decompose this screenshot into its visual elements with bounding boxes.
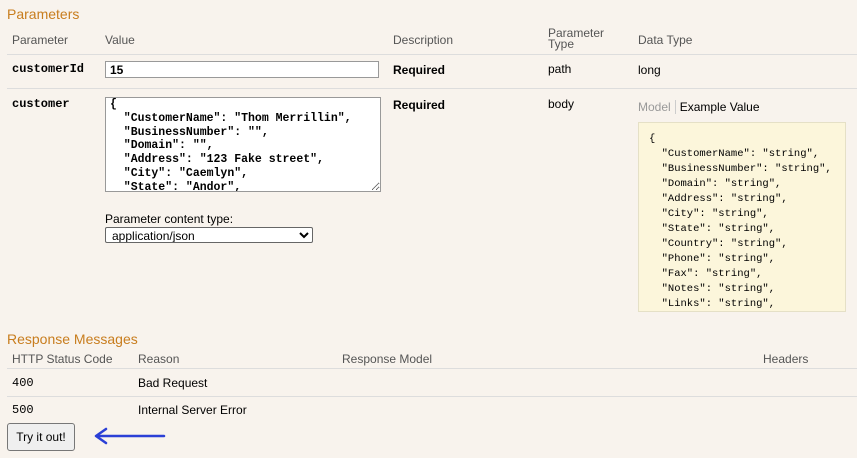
header-http-status-code: HTTP Status Code: [12, 352, 113, 366]
param-required-customerid: Required: [393, 63, 446, 77]
param-type-customerid: path: [548, 62, 572, 76]
header-reason: Reason: [138, 352, 180, 366]
header-data-type: Data Type: [638, 33, 693, 47]
parameters-title: Parameters: [7, 6, 80, 22]
response-code-500: 500: [12, 403, 34, 417]
try-it-out-button[interactable]: Try it out!: [7, 423, 75, 451]
response-reason-500: Internal Server Error: [138, 403, 247, 417]
header-headers: Headers: [763, 352, 809, 366]
param-name-customer: customer: [12, 97, 70, 111]
header-divider: [7, 54, 857, 55]
header-parameter: Parameter: [12, 33, 69, 47]
header-parameter-type: Parameter Type: [548, 26, 605, 51]
header-value: Value: [105, 33, 135, 47]
param-type-customer: body: [548, 97, 575, 111]
header-description: Description: [393, 33, 454, 47]
response-messages-title: Response Messages: [7, 331, 138, 347]
response-header-divider: [7, 368, 857, 369]
header-parameter-type-line2: Type: [548, 37, 575, 51]
arrow-left-icon: [94, 427, 166, 445]
param-required-customer: Required: [393, 98, 446, 112]
param-datatype-customerid: long: [638, 63, 661, 77]
customerid-input[interactable]: [105, 61, 379, 78]
content-type-label: Parameter content type:: [105, 212, 234, 226]
param-name-customerid: customerId: [12, 62, 85, 76]
header-response-model: Response Model: [342, 352, 433, 366]
response-reason-400: Bad Request: [138, 376, 208, 390]
header-parameter-type-line1: Parameter: [548, 26, 605, 40]
response-code-400: 400: [12, 376, 34, 390]
example-value-snippet[interactable]: { "CustomerName": "string", "BusinessNum…: [638, 122, 846, 312]
customer-body-textarea[interactable]: { "CustomerName": "Thom Merrillin", "Bus…: [105, 97, 381, 192]
example-value-tab[interactable]: Example Value: [679, 100, 760, 114]
response-row-divider: [7, 396, 857, 397]
model-tab[interactable]: Model: [638, 100, 676, 114]
content-type-select[interactable]: application/json: [105, 227, 313, 243]
row-divider: [7, 88, 857, 89]
